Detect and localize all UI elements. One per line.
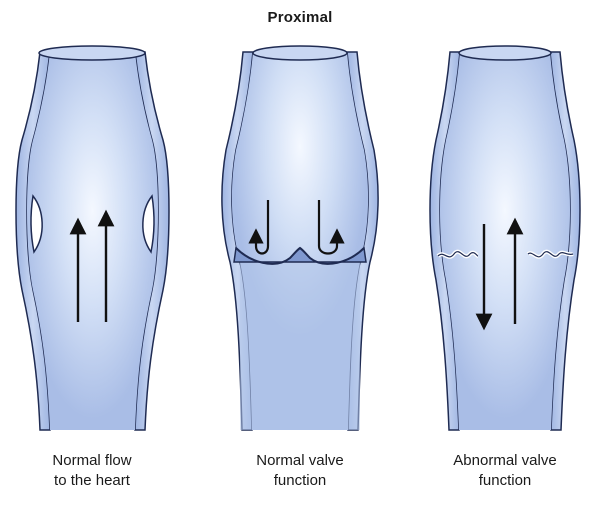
valve-cusp-edge (235, 246, 365, 265)
caption-line: to the heart (54, 472, 130, 489)
panel-abnormal-valve (429, 45, 581, 431)
caption-line: Abnormal valve (453, 452, 557, 469)
caption-line: Normal valve (256, 452, 344, 469)
vein-top-opening (38, 45, 146, 61)
caption-line: function (273, 472, 327, 489)
incompetent-valve-right-outline (527, 251, 574, 258)
caption-normal-valve: Normal valve function (215, 451, 385, 491)
panel-normal-valve (221, 45, 379, 431)
vein-top-opening (458, 45, 552, 61)
page-title: Proximal (267, 9, 333, 26)
open-valve-cusp-left (30, 194, 43, 254)
caption-line: Normal flow (52, 452, 132, 469)
open-valve-cusp-right (142, 194, 155, 254)
caption-normal-flow: Normal flow to the heart (7, 451, 177, 491)
panel-normal-flow (15, 45, 170, 431)
vein-lumen (27, 52, 158, 430)
lower-lumen-shade (240, 262, 360, 430)
vein-lumen (440, 52, 570, 430)
caption-abnormal-valve: Abnormal valve function (420, 451, 590, 491)
reflux-arrow-left (248, 200, 270, 255)
incompetent-valve-left-outline (437, 251, 479, 258)
caption-line: function (478, 472, 532, 489)
vein-top-opening (252, 45, 348, 61)
reflux-arrow-right (317, 200, 345, 255)
